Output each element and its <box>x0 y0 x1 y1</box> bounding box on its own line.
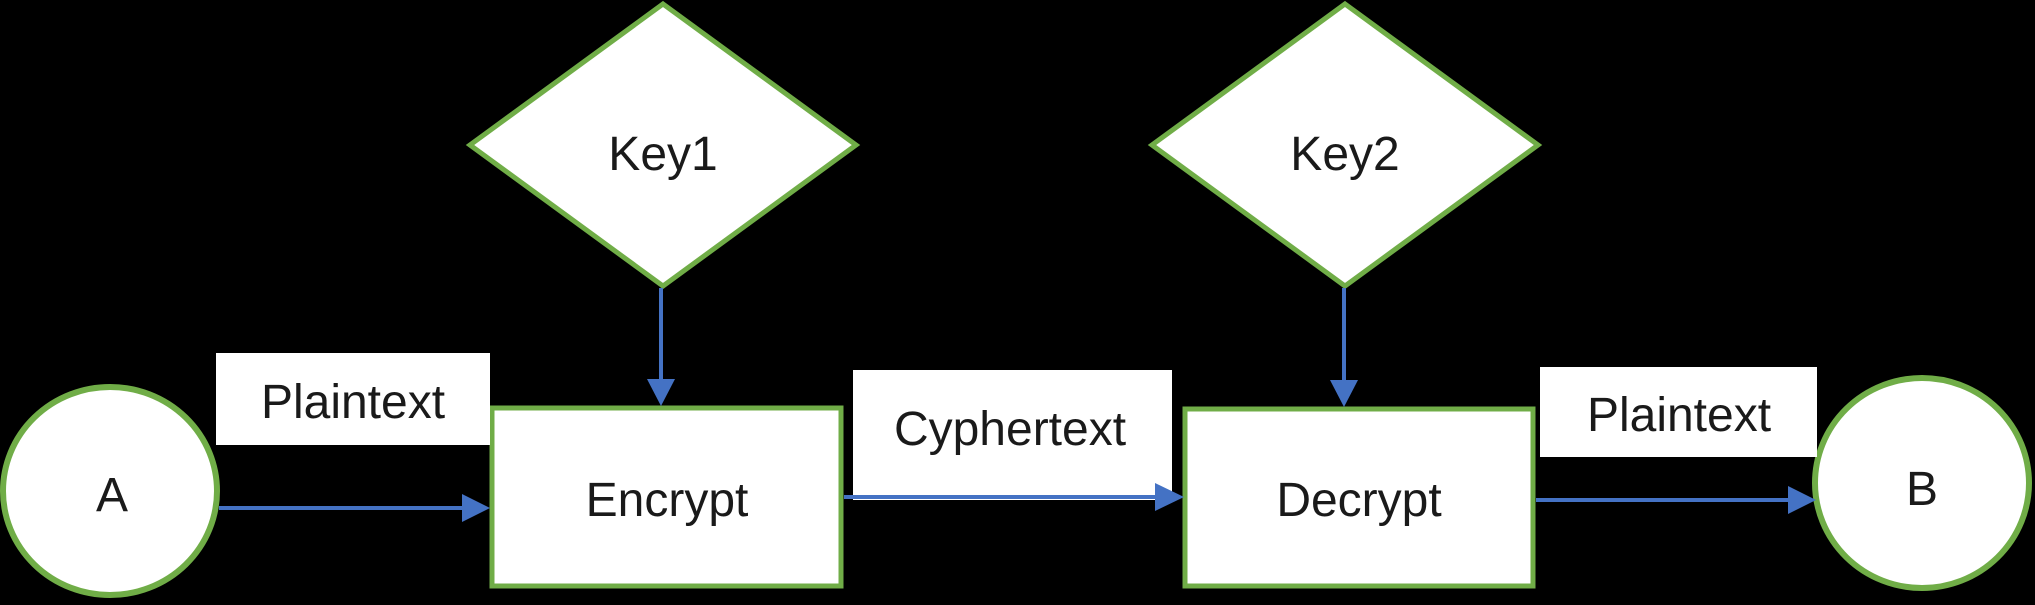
encrypt-label: Encrypt <box>586 474 749 527</box>
decrypt-label: Decrypt <box>1276 474 1441 527</box>
key2-label: Key2 <box>1290 128 1399 181</box>
decrypt-box <box>1182 406 1536 589</box>
encrypt-box <box>489 405 844 589</box>
arrow-decrypt-to-b-head <box>1788 486 1816 514</box>
plaintext-in-labelbox <box>216 353 490 445</box>
key1-label: Key1 <box>608 128 717 181</box>
arrow-a-to-encrypt-head <box>462 494 490 522</box>
plaintext-out-labelbox <box>1540 367 1817 457</box>
arrow-key1-to-encrypt-head <box>647 379 675 406</box>
cyphertext-label: Cyphertext <box>894 403 1126 456</box>
key2-diamond <box>1147 0 1543 290</box>
source-a-circle <box>0 384 220 598</box>
arrow-encrypt-to-decrypt-head <box>1155 483 1184 511</box>
key1-diamond <box>465 0 861 290</box>
destination-b-label: B <box>1906 463 1938 516</box>
cyphertext-labelbox <box>853 370 1172 500</box>
arrow-key2-to-decrypt-head <box>1330 380 1358 407</box>
plaintext-out-label: Plaintext <box>1587 389 1771 442</box>
plaintext-in-label: Plaintext <box>261 376 445 429</box>
source-a-label: A <box>96 469 128 522</box>
destination-b-circle <box>1812 375 2032 591</box>
